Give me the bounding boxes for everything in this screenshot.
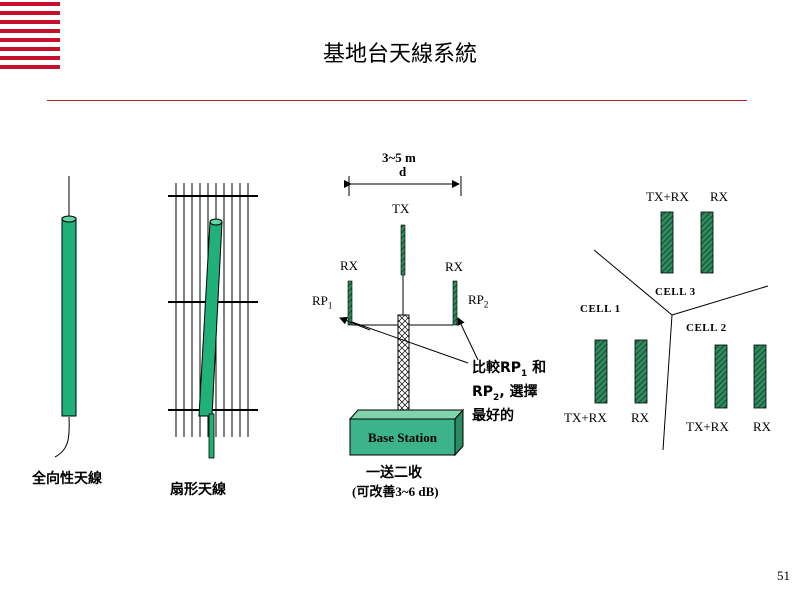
- cell3-rx-label: RX: [710, 189, 729, 204]
- cell1-txrx-label: TX+RX: [564, 410, 607, 425]
- cell1-rx-antenna: [634, 339, 648, 404]
- rp2-text: RP: [468, 292, 484, 307]
- logo-stripe: [0, 29, 60, 33]
- tower-mast: [397, 314, 410, 413]
- logo-stripe: [0, 56, 60, 60]
- rp1-label: RP1: [312, 293, 332, 311]
- spacing-d-label: d: [399, 164, 407, 179]
- omni-antenna: [54, 176, 77, 458]
- rp1-arrow: [339, 316, 371, 331]
- omni-antenna-label: 全向性天線: [32, 471, 102, 487]
- rp1-text: RP: [312, 293, 328, 308]
- compare-note-text: RP: [472, 383, 494, 400]
- compare-note-line3: 最好的: [472, 407, 514, 424]
- logo-stripe: [0, 20, 60, 24]
- cell2-txrx-label: TX+RX: [686, 419, 729, 434]
- cell1-label: CELL 1: [580, 303, 621, 315]
- logo-stripe: [0, 11, 60, 15]
- title-divider: [47, 100, 747, 101]
- base-station-label: Base Station: [368, 430, 437, 445]
- cell2-txrx-antenna: [714, 344, 728, 409]
- tx-label: TX: [392, 201, 410, 216]
- sector-antenna-mast: [208, 413, 215, 459]
- rx-antenna-right: [452, 280, 458, 326]
- compare-note: 比較RP1 和 RP2, 選擇 最好的: [472, 359, 546, 425]
- cell3-txrx-antenna: [660, 211, 674, 274]
- cell2-label: CELL 2: [686, 322, 727, 334]
- compare-note-text: 比較RP: [472, 360, 522, 376]
- omni-antenna-body: [61, 217, 77, 417]
- cell1-rx-label: RX: [631, 410, 650, 425]
- compare-note-subscript: 1: [521, 368, 528, 379]
- logo-stripe: [0, 38, 60, 42]
- compare-note-line1: 比較RP1 和: [472, 359, 546, 383]
- tx-antenna: [400, 224, 406, 276]
- cell-boundary: [662, 314, 673, 451]
- logo-stripe: [0, 2, 60, 6]
- cell2-rx-antenna: [753, 344, 767, 409]
- cell3-txrx-label: TX+RX: [646, 189, 689, 204]
- rx-left-label: RX: [340, 258, 359, 273]
- compare-note-line2: RP2, 選擇: [472, 383, 546, 407]
- page-title: 基地台天線系統: [322, 42, 477, 67]
- cell3-rx-antenna: [700, 211, 714, 274]
- spacing-label: 3~5 m: [382, 150, 416, 165]
- page-number: 51: [777, 568, 790, 583]
- compare-note-text: , 選擇: [499, 383, 538, 400]
- diversity-caption-line2: (可改善3~6 dB): [352, 484, 439, 499]
- sector-antenna-panel: [198, 221, 223, 417]
- compare-line: [351, 321, 469, 364]
- cell-boundary: [593, 249, 673, 316]
- compare-note-subscript: 2: [493, 392, 500, 403]
- rp2-label: RP2: [468, 292, 488, 310]
- rp1-subscript: 1: [327, 300, 333, 311]
- sector-antenna-label: 扇形天線: [170, 482, 226, 498]
- logo-stripe: [0, 65, 60, 69]
- cell3-label: CELL 3: [655, 286, 696, 298]
- sector-antenna: [168, 183, 258, 459]
- diversity-caption-line1: 一送二收: [366, 465, 422, 481]
- rx-antenna-left: [347, 280, 353, 326]
- logo-stripe: [0, 47, 60, 51]
- cell-diagram: [593, 211, 769, 451]
- cell-boundary: [671, 285, 769, 316]
- base-station-box: [348, 408, 465, 457]
- rx-right-label: RX: [445, 259, 464, 274]
- cell2-rx-label: RX: [753, 419, 772, 434]
- compare-note-text: 和: [527, 360, 547, 376]
- rp2-arrow: [457, 317, 479, 361]
- omni-antenna-cable: [54, 416, 70, 458]
- rp2-subscript: 2: [483, 299, 489, 310]
- cell1-txrx-antenna: [594, 339, 608, 404]
- diversity-diagram: [339, 176, 479, 457]
